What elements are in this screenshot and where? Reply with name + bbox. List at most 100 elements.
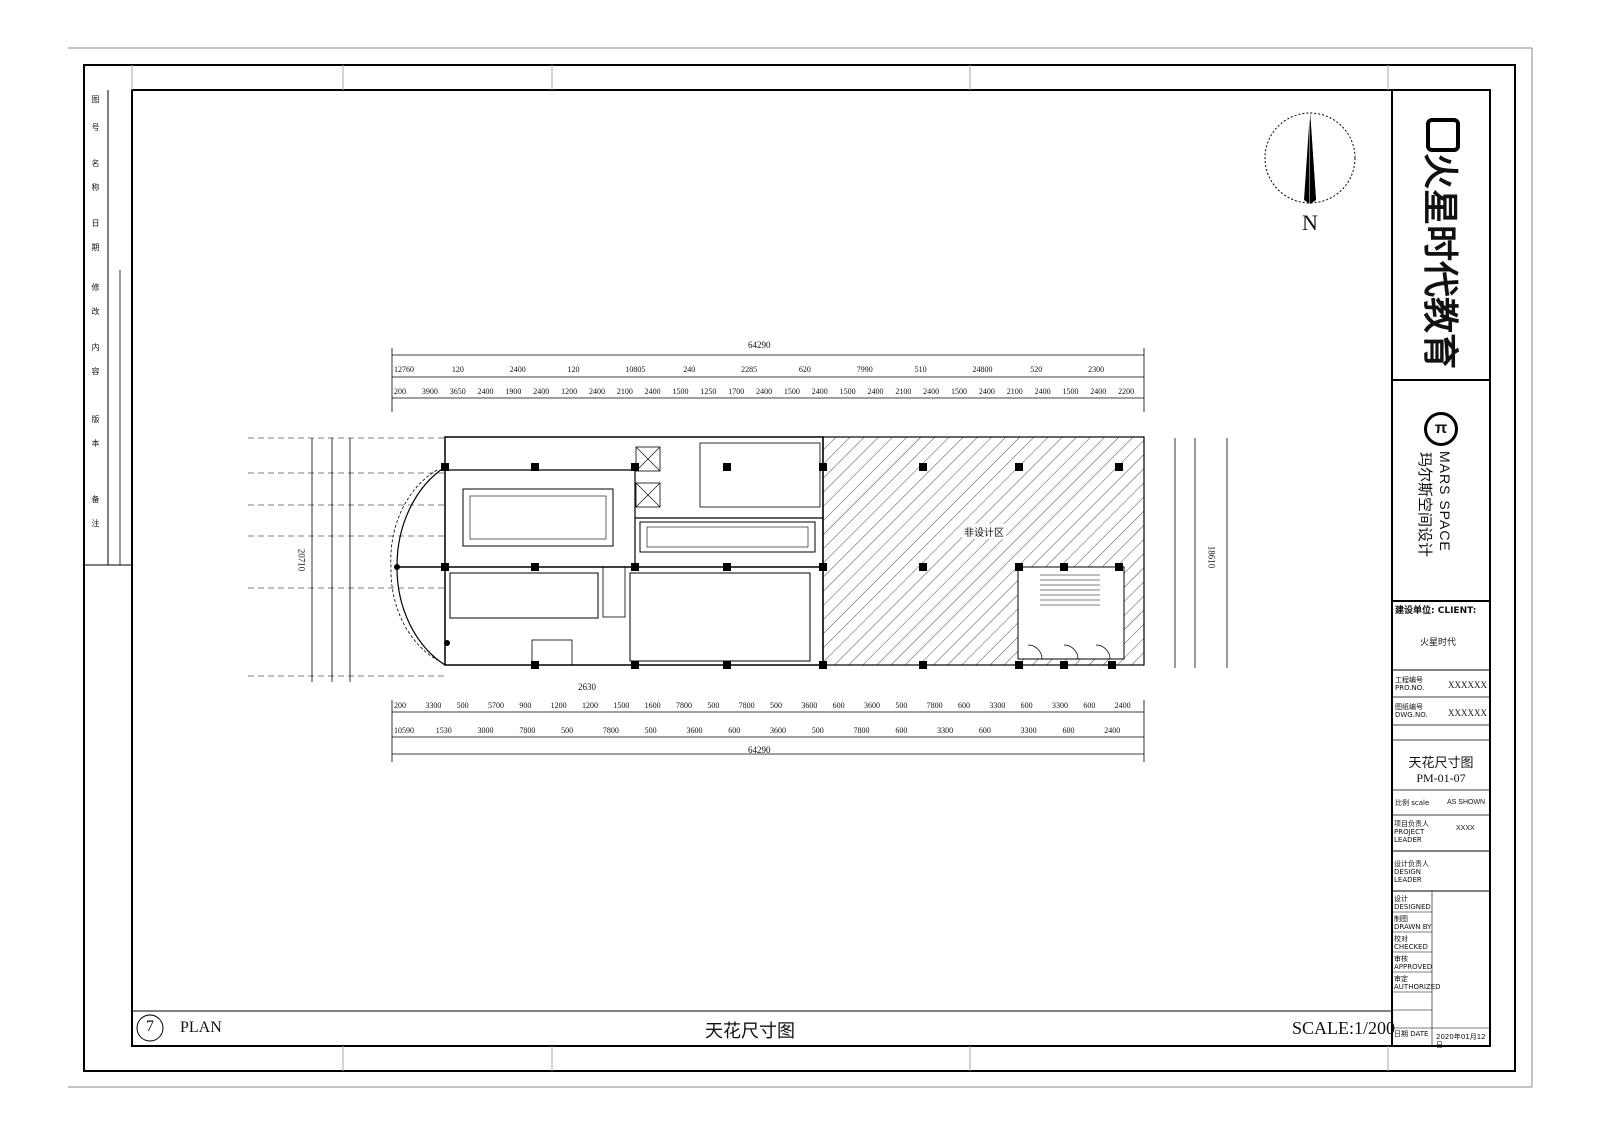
dimension-label: 3650 <box>449 387 466 396</box>
dimension-label: 1250 <box>700 387 717 396</box>
dimension-label: 3300 <box>1020 726 1037 735</box>
dimension-label: 120 <box>451 365 464 374</box>
client-label: 建设单位: CLIENT: <box>1395 606 1477 616</box>
dimension-label: 2285 <box>741 365 758 374</box>
non-design-zone-label: 非设计区 <box>962 524 1006 539</box>
dimension-label: 600 <box>958 701 970 710</box>
dimension-label: 1700 <box>728 387 745 396</box>
mars-space-en: MARS SPACE <box>1437 451 1453 552</box>
dimension-label: 1500 <box>839 387 856 396</box>
strip-label: 内 <box>91 343 100 351</box>
project-no-label: 工程编号 PRO.NO. <box>1395 676 1425 692</box>
strip-label: 名 <box>91 159 100 167</box>
dimension-label: 600 <box>1020 701 1033 710</box>
dimension-label: 7800 <box>519 726 536 735</box>
dimension-label: 12760 <box>394 365 414 374</box>
project-no-value: XXXXXX <box>1448 680 1487 690</box>
north-label: N <box>1302 210 1318 235</box>
dimension-label: 620 <box>798 365 811 374</box>
left-overall-dimension: 20710 <box>296 548 307 572</box>
strip-label: 号 <box>91 123 100 131</box>
dimension-label: 2100 <box>1006 387 1023 396</box>
strip-label: 改 <box>91 307 100 315</box>
dimension-label: 500 <box>895 701 908 710</box>
project-leader-value: XXXX <box>1456 825 1475 832</box>
mars-space-block: π MARS SPACE 玛尔斯空间设计 <box>1396 384 1486 598</box>
strip-label: 容 <box>91 367 100 375</box>
strip-label: 期 <box>91 243 100 251</box>
dimension-label: 600 <box>832 701 845 710</box>
overall-dimension-top: 64290 <box>748 340 771 350</box>
design-leader-label: 设计负责人 DESIGN LEADER <box>1394 860 1429 884</box>
strip-label: 日 <box>91 219 100 227</box>
strip-label: 修 <box>91 283 100 291</box>
authorized-label: 审定 AUTHORIZED <box>1394 975 1441 991</box>
dimension-label: 2400 <box>1104 726 1121 735</box>
company-name: 火星时代教育 <box>1419 153 1460 370</box>
dimension-label: 2400 <box>867 387 884 396</box>
drawn-label: 制图 DRAWN BY <box>1394 915 1432 931</box>
approved-label: 审核 APPROVED <box>1394 955 1433 971</box>
dimension-label: 1500 <box>672 387 689 396</box>
dimension-label: 2400 <box>1090 387 1107 396</box>
dimension-label: 2400 <box>477 387 494 396</box>
dimension-label: 2400 <box>978 387 995 396</box>
strip-label: 注 <box>91 519 100 527</box>
dimension-label: 600 <box>728 726 741 735</box>
dimension-label: 600 <box>1062 726 1075 735</box>
scale-label: 比例 scale <box>1395 799 1430 807</box>
plan-scale: SCALE:1/200 <box>1292 1018 1396 1038</box>
dimension-label: 500 <box>456 701 469 710</box>
dimension-label: 500 <box>770 701 782 710</box>
strip-label: 称 <box>91 183 100 191</box>
dimension-label: 2400 <box>533 387 550 396</box>
dimension-label: 2400 <box>644 387 661 396</box>
dimension-label: 240 <box>683 365 696 374</box>
dimension-label: 1600 <box>644 701 661 710</box>
strip-label: 本 <box>91 439 100 447</box>
date-label: 日期 DATE <box>1394 1030 1429 1038</box>
drawing-title: 天花尺寸图 <box>1408 756 1474 771</box>
dimension-label: 10590 <box>394 726 414 735</box>
dimension-label: 510 <box>914 365 927 374</box>
dimension-label: 5700 <box>488 701 504 710</box>
dimension-label: 3000 <box>477 726 494 735</box>
dimension-label: 600 <box>1083 701 1096 710</box>
dimension-label: 2400 <box>1034 387 1051 396</box>
dimension-label: 2400 <box>811 387 828 396</box>
plan-label: PLAN <box>180 1019 222 1036</box>
dimension-label: 200 <box>394 701 406 710</box>
dimension-label: 3600 <box>801 701 818 710</box>
dimension-label: 10805 <box>625 365 646 374</box>
dimension-label: 3600 <box>686 726 703 735</box>
strip-label: 图 <box>91 95 100 103</box>
dimension-label: 500 <box>707 701 720 710</box>
project-leader-label: 项目负责人 PROJECT LEADER <box>1394 820 1429 844</box>
dimension-label: 1200 <box>550 701 567 710</box>
dimension-label: 7800 <box>926 701 943 710</box>
right-overall-dimension: 18610 <box>1206 545 1217 569</box>
drawing-no-value: XXXXXX <box>1448 708 1487 718</box>
dimension-label: 3300 <box>1052 701 1068 710</box>
scale-value: AS SHOWN <box>1447 799 1486 806</box>
dimension-label: 7800 <box>602 726 619 735</box>
dimension-label: 520 <box>1030 365 1043 374</box>
company-logo-icon <box>1426 118 1460 152</box>
mars-space-logo-icon: π <box>1424 412 1458 446</box>
dimension-label: 7800 <box>676 701 692 710</box>
dimension-label: 1500 <box>951 387 968 396</box>
dimension-label: 200 <box>394 387 406 396</box>
dimension-label: 1200 <box>582 701 598 710</box>
mars-space-cn: 玛尔斯空间设计 <box>1416 452 1434 558</box>
dimension-label: 500 <box>811 726 824 735</box>
dimension-label: 7800 <box>738 701 755 710</box>
dimension-label: 2400 <box>588 387 605 396</box>
plan-title: 天花尺寸图 <box>705 1021 795 1042</box>
dimension-label: 3600 <box>770 726 786 735</box>
plan-number: 7 <box>146 1018 154 1035</box>
dimension-label: 24800 <box>972 365 993 374</box>
